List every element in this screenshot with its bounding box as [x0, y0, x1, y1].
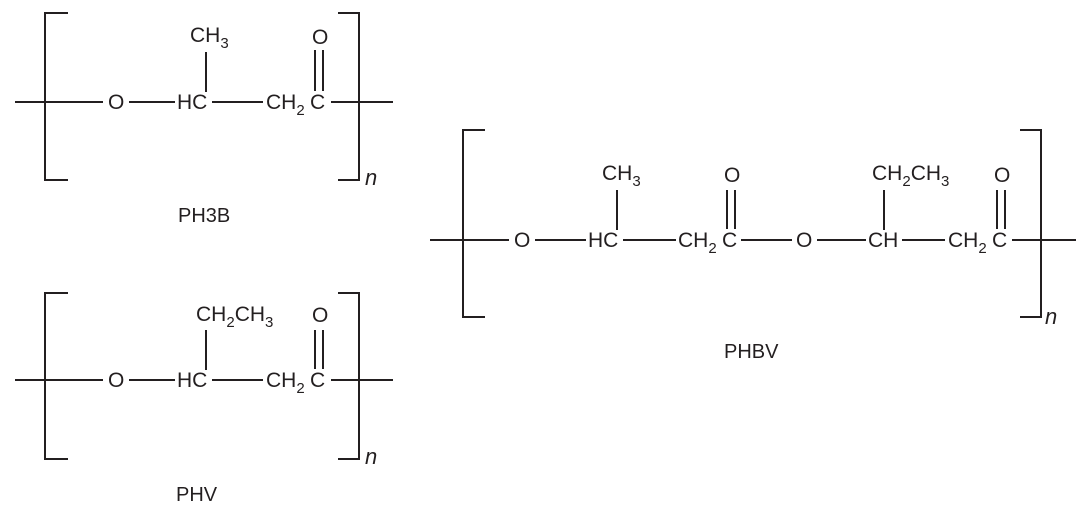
phbv-ch2-1: CH2: [678, 229, 717, 257]
phv-carbonyl-oxygen: O: [312, 304, 328, 327]
ph3b-hc: HC: [177, 91, 207, 114]
phv-right-bracket: [338, 292, 360, 460]
phbv-ch2-2: CH2: [948, 229, 987, 257]
ph3b-left-bracket: [44, 12, 68, 181]
phbv-ch: CH: [868, 229, 898, 252]
phbv-hc: HC: [588, 229, 618, 252]
ph3b-structure: n O HC CH3 CH2 C O PH3B: [15, 12, 393, 227]
phbv-oxygen-2: O: [796, 229, 812, 252]
phv-structure: n O HC CH2CH3 CH2 C O PHV: [15, 292, 393, 506]
phbv-left-bracket: [462, 129, 485, 318]
phv-ethyl: CH2CH3: [196, 303, 273, 331]
ph3b-ch3: CH3: [190, 24, 229, 52]
phbv-ch3: CH3: [602, 162, 641, 190]
phv-oxygen: O: [108, 369, 124, 392]
phv-hc: HC: [177, 369, 207, 392]
phv-carbonyl-carbon: C: [310, 369, 325, 392]
ph3b-label: PH3B: [178, 205, 230, 227]
phv-label: PHV: [176, 484, 218, 506]
ph3b-oxygen: O: [108, 91, 124, 114]
phbv-structure: n O HC CH3 CH2 C O O CH CH2CH3 CH2 C O P…: [430, 129, 1076, 363]
phv-repeat-n: n: [365, 444, 377, 469]
phbv-repeat-n: n: [1045, 304, 1057, 329]
phv-left-bracket: [44, 292, 68, 460]
phv-ch2: CH2: [266, 369, 305, 397]
phbv-carbonyl-carbon-2: C: [992, 229, 1007, 252]
phbv-carbonyl-carbon-1: C: [722, 229, 737, 252]
phbv-ethyl: CH2CH3: [872, 162, 949, 190]
phbv-carbonyl-oxygen-1: O: [724, 164, 740, 187]
phbv-right-bracket: [1020, 129, 1042, 318]
ph3b-carbonyl-carbon: C: [310, 91, 325, 114]
ph3b-right-bracket: [338, 12, 360, 181]
ph3b-carbonyl-oxygen: O: [312, 26, 328, 49]
phbv-label: PHBV: [724, 341, 779, 363]
ph3b-repeat-n: n: [365, 165, 377, 190]
phbv-carbonyl-oxygen-2: O: [994, 164, 1010, 187]
phbv-oxygen-1: O: [514, 229, 530, 252]
ph3b-ch2: CH2: [266, 91, 305, 119]
